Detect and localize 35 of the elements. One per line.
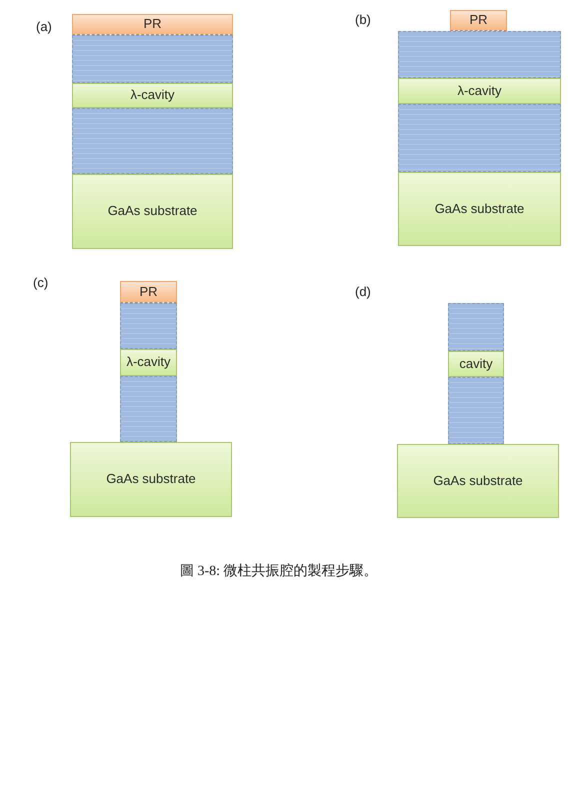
layer-label: GaAs substrate: [434, 202, 526, 216]
layer-label: λ-cavity: [125, 355, 172, 370]
layer-label: PR: [138, 284, 159, 300]
mirror-stack-layer: [398, 31, 561, 78]
mirror-stack-layer: [72, 108, 233, 174]
cavity-layer: [120, 349, 177, 376]
photoresist-layer: [120, 281, 177, 303]
mirror-stack-layer: [448, 303, 504, 351]
mirror-stack-layer: [72, 35, 233, 83]
substrate-layer: [72, 174, 233, 249]
layer-label: PR: [468, 13, 489, 28]
cavity-layer: [398, 78, 561, 104]
substrate-layer: [70, 442, 232, 517]
figure-caption: 圖 3-8: 微柱共振腔的製程步驟。: [180, 562, 378, 580]
layer-label: λ-cavity: [129, 88, 176, 103]
mirror-stack-layer: [120, 376, 177, 442]
layer-label: GaAs substrate: [105, 472, 197, 487]
photoresist-layer: [72, 14, 233, 35]
panel-label: (c): [33, 275, 48, 290]
mirror-stack-layer: [120, 303, 177, 349]
layer-label: cavity: [458, 356, 494, 372]
panel-label: (d): [355, 284, 371, 299]
layer-label: GaAs substrate: [106, 204, 198, 219]
mirror-stack-layer: [398, 104, 561, 172]
substrate-layer: [397, 444, 559, 518]
panel-label: (a): [36, 19, 52, 34]
substrate-layer: [398, 172, 561, 246]
mirror-stack-layer: [448, 377, 504, 444]
layer-label: λ-cavity: [456, 84, 503, 98]
photoresist-layer: [450, 10, 507, 31]
panel-label: (b): [355, 12, 371, 27]
cavity-layer: [72, 83, 233, 108]
layer-label: GaAs substrate: [432, 474, 524, 488]
layer-label: PR: [142, 17, 163, 32]
cavity-layer: [448, 351, 504, 377]
